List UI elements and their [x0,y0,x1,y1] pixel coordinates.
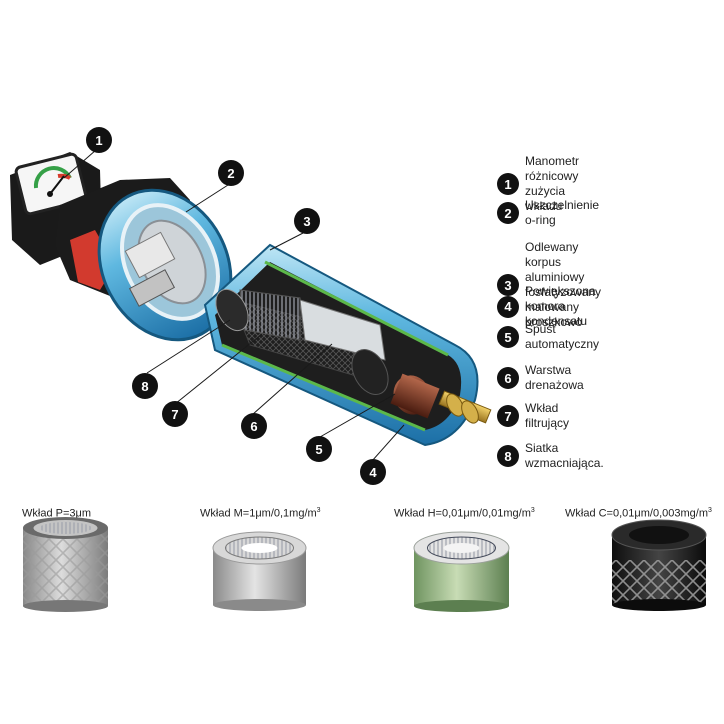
cartridge-label-c: Wkład C=0,01μm/0,003mg/m3 [565,507,712,520]
legend-item: 4 Powiększona komora kondensatu [497,284,596,329]
legend-item: 5 Spust automatyczny [497,322,599,352]
legend-number: 8 [497,445,519,467]
callout-1: 1 [86,127,112,153]
legend-item: 1 Manometr różnicowy zużycia wkładu [497,154,579,214]
leader-lines [63,149,405,462]
legend-item: 3 Odlewany korpus aluminiowy fosfatyzowa… [497,240,601,330]
legend-number: 4 [497,295,519,318]
legend-text: Uszczelnienie o-ring [525,198,600,227]
cartridge-label-p: Wkład P=3μm [22,507,91,520]
legend-text: Siatka wzmacniająca. [525,441,604,470]
legend-text: Manometr różnicowy zużycia wkładu [525,154,580,213]
legend-number: 6 [497,367,519,389]
legend-number: 2 [497,202,519,224]
callout-5: 5 [306,436,332,462]
cartridge-label-h: Wkład H=0,01μm/0,01mg/m3 [394,507,535,520]
legend-text: Spust automatyczny [525,322,600,351]
legend-text: Warstwa drenażowa [525,363,584,392]
legend-number: 1 [497,173,519,195]
differential-pressure-gauge [10,152,102,265]
callout-3: 3 [294,208,320,234]
legend-number: 3 [497,274,519,296]
callout-2: 2 [218,160,244,186]
legend-text: Odlewany korpus aluminiowy fosfatyzowany… [525,240,602,329]
filter-assembly [10,152,492,447]
legend-text: Wkład filtrujący [525,401,570,430]
callout-8: 8 [132,373,158,399]
callout-4: 4 [360,459,386,485]
legend-number: 5 [497,326,519,348]
legend-item: 7 Wkład filtrujący [497,401,569,431]
cartridge-label-m: Wkład M=1μm/0,1mg/m3 [200,507,321,520]
legend-item: 2 Uszczelnienie o-ring [497,198,599,228]
legend-text: Powiększona komora kondensatu [525,284,596,328]
callout-7: 7 [162,401,188,427]
legend-number: 7 [497,405,519,427]
legend-item: 8 Siatka wzmacniająca. [497,441,604,471]
callout-6: 6 [241,413,267,439]
legend-item: 6 Warstwa drenażowa [497,363,584,393]
